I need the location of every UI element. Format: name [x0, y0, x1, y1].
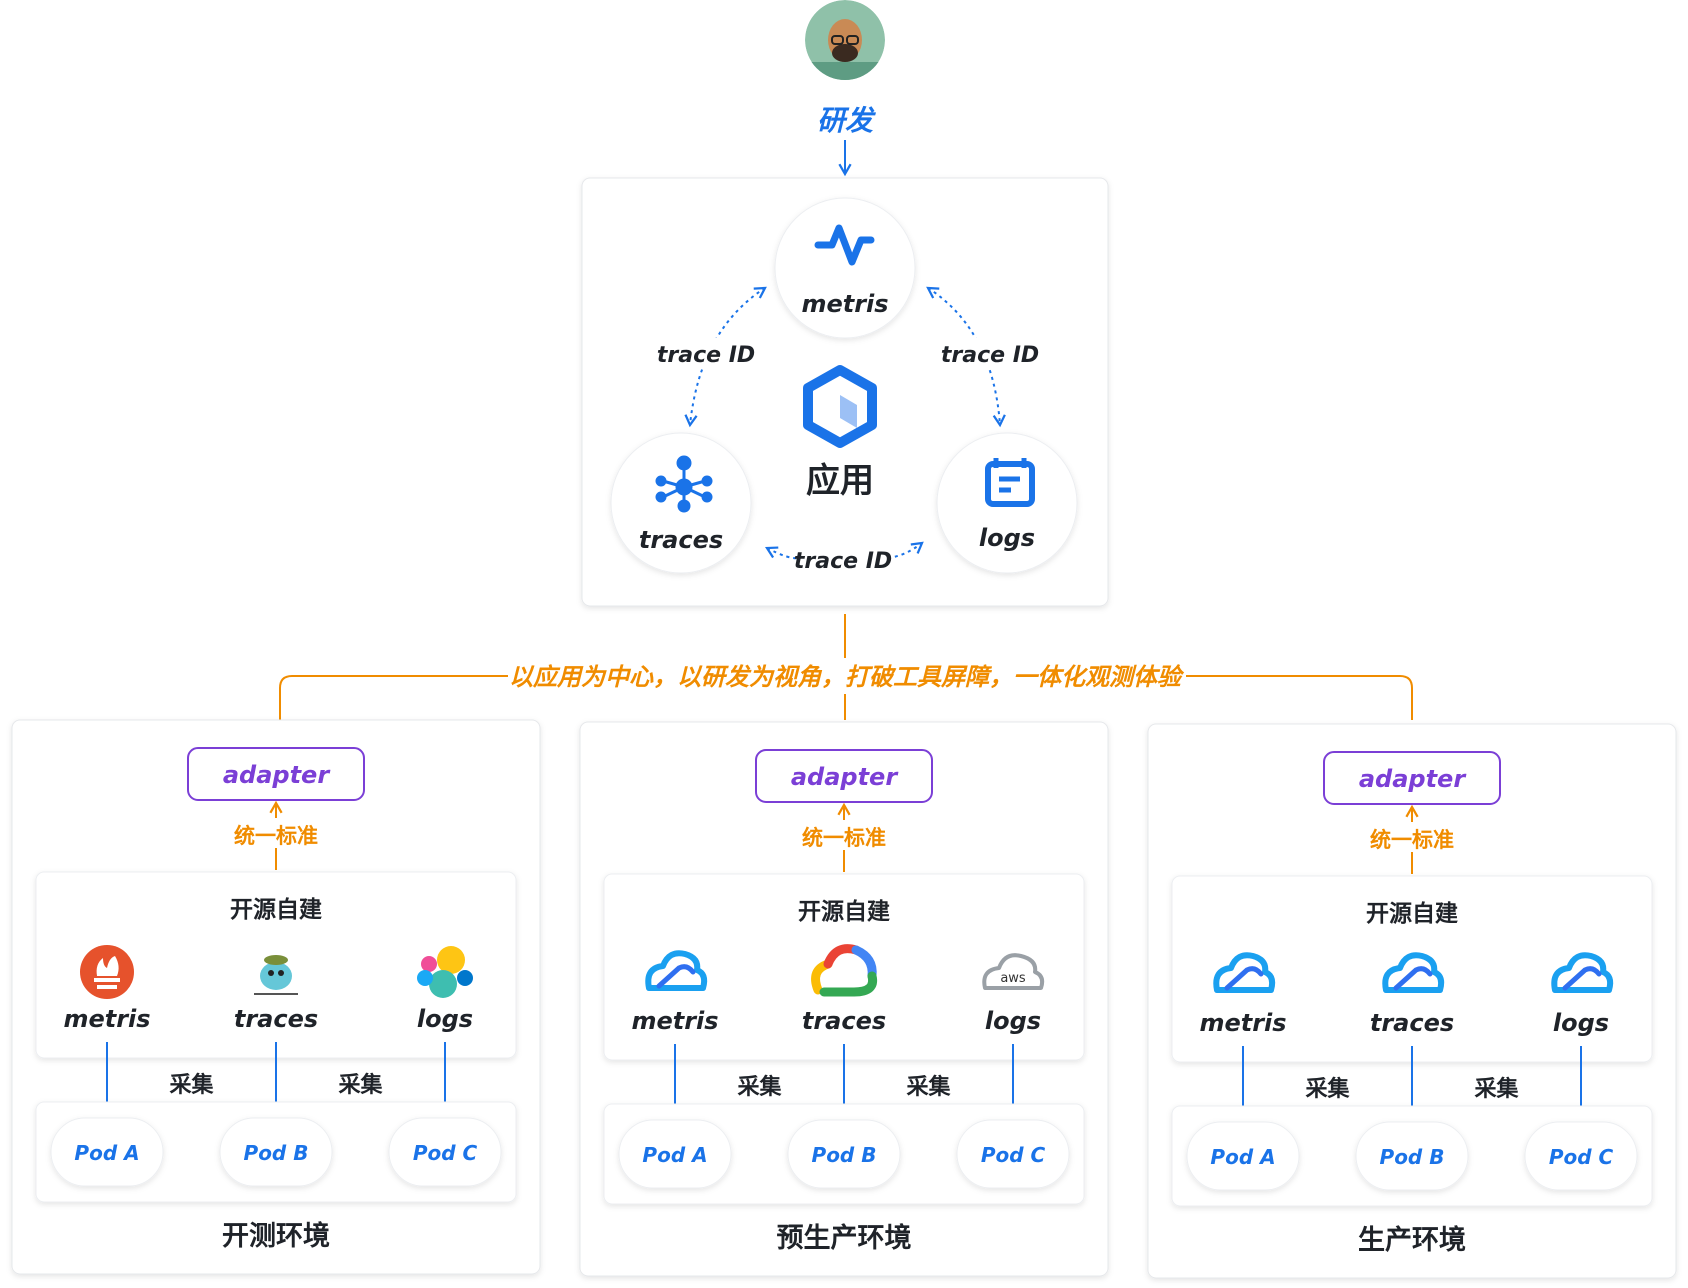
collect-label: 采集 [906, 1074, 951, 1100]
tencent-cloud-icon [645, 950, 708, 991]
tool-group-title: 开源自建 [1366, 900, 1458, 927]
tencent-cloud-icon [1213, 952, 1276, 993]
developer-avatar [805, 0, 885, 80]
logs-node: logs [936, 432, 1078, 574]
pulse-icon [814, 224, 875, 266]
tool-label: traces [234, 1005, 318, 1033]
tool-label: traces [1370, 1009, 1454, 1037]
trace-id-label-bottom: trace ID [794, 549, 892, 574]
pod-label: Pod B [244, 1141, 309, 1165]
role-label: 研发 [817, 104, 876, 137]
tool-label: metris [63, 1005, 150, 1033]
tool-label: metris [631, 1007, 718, 1035]
tool-label: logs [417, 1005, 473, 1033]
log-document-icon [985, 458, 1035, 507]
app-hexagon-icon [803, 365, 877, 448]
banner-text: 以应用为中心，以研发为视角，打破工具屏障，一体化观测体验 [509, 663, 1185, 691]
jaeger-icon [254, 955, 298, 995]
standard-label: 统一标准 [1370, 828, 1454, 852]
google-cloud-icon [811, 944, 878, 997]
pod-label: Pod C [413, 1141, 478, 1165]
elastic-icon [417, 946, 473, 998]
tool-label: logs [985, 1007, 1041, 1035]
pod-node: Pod C [1524, 1121, 1638, 1191]
pod-label: Pod C [981, 1143, 1046, 1167]
pod-node: Pod C [388, 1117, 502, 1187]
tencent-cloud-icon [1382, 952, 1445, 993]
tool-item: metris [631, 950, 719, 1035]
tool-label: logs [1553, 1009, 1609, 1037]
collect-label: 采集 [1305, 1076, 1350, 1102]
environment-name: 预生产环境 [777, 1223, 912, 1254]
tool-group-title: 开源自建 [798, 898, 890, 925]
trace-id-label-left: trace ID [657, 343, 755, 368]
aws-cloud-icon: aws [982, 953, 1045, 990]
traces-node: traces [610, 432, 752, 574]
environment-name: 生产环境 [1358, 1225, 1466, 1256]
prometheus-icon [80, 945, 134, 999]
pod-node: Pod B [787, 1119, 901, 1189]
tool-item: logs [417, 946, 473, 1033]
metrics-label: metris [801, 290, 888, 318]
pod-label: Pod C [1549, 1145, 1614, 1169]
pod-node: Pod A [50, 1117, 164, 1187]
adapter-box: adapter [187, 747, 365, 801]
tool-item: logs [1551, 952, 1614, 1037]
collect-label: 采集 [737, 1074, 782, 1100]
tool-label: traces [802, 1007, 886, 1035]
network-icon [655, 455, 713, 513]
trace-id-link-bottom [767, 543, 922, 558]
pod-node: Pod C [956, 1119, 1070, 1189]
adapter-box: adapter [1323, 751, 1501, 805]
adapter-label: adapter [791, 763, 900, 791]
pod-label: Pod B [812, 1143, 877, 1167]
metrics-node: metris [774, 197, 916, 339]
collect-label: 采集 [1474, 1076, 1519, 1102]
adapter-label: adapter [223, 761, 332, 789]
pod-label: Pod B [1380, 1145, 1445, 1169]
tool-group-title: 开源自建 [230, 896, 322, 923]
pod-node: Pod A [1186, 1121, 1300, 1191]
trace-id-label-right: trace ID [941, 343, 1039, 368]
tool-item: metris [1199, 952, 1287, 1037]
tencent-cloud-icon [1551, 952, 1614, 993]
environment-name: 开测环境 [222, 1221, 330, 1252]
tool-label: metris [1199, 1009, 1286, 1037]
pod-label: Pod A [1210, 1145, 1275, 1169]
pod-node: Pod B [1355, 1121, 1469, 1191]
adapter-box: adapter [755, 749, 933, 803]
tool-item: metris [63, 945, 151, 1033]
svg-text:aws: aws [1000, 971, 1026, 986]
pod-label: Pod A [74, 1141, 139, 1165]
logs-label: logs [979, 524, 1035, 552]
adapter-label: adapter [1359, 765, 1468, 793]
tool-item: traces [1370, 952, 1454, 1037]
pod-node: Pod A [618, 1119, 732, 1189]
collect-label: 采集 [169, 1072, 214, 1098]
pod-node: Pod B [219, 1117, 333, 1187]
collect-label: 采集 [338, 1072, 383, 1098]
tool-item: traces [802, 944, 886, 1035]
traces-label: traces [639, 526, 723, 554]
tool-item: aws logs [982, 953, 1045, 1035]
pod-label: Pod A [642, 1143, 707, 1167]
standard-label: 统一标准 [234, 824, 318, 848]
app-label: 应用 [806, 461, 874, 501]
trace-id-link-left [684, 286, 767, 428]
tool-item: traces [234, 955, 318, 1033]
standard-label: 统一标准 [802, 826, 886, 850]
